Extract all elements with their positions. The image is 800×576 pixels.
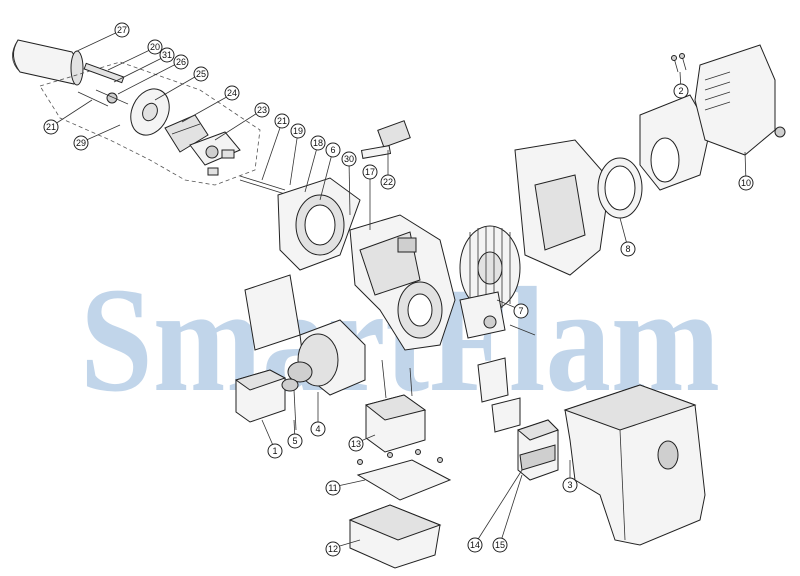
callout-13: 13 [348,436,364,452]
svg-text:1: 1 [272,446,277,456]
callout-23: 22 [380,174,396,190]
part-relay-bracket [477,357,521,433]
part-motor [287,319,366,396]
svg-text:19: 19 [293,126,303,136]
part-gasket-ring [597,157,643,219]
callout-6: 6 [325,142,341,158]
callout-26: 25 [193,66,209,82]
callout-1: 1 [267,443,283,459]
part-rod [239,175,286,191]
svg-text:26: 26 [176,57,186,67]
svg-text:21: 21 [46,122,56,132]
svg-text:7: 7 [518,306,523,316]
svg-text:31: 31 [162,50,172,60]
callout-2: 2 [673,83,689,99]
svg-text:2: 2 [678,86,683,96]
callout-3: 3 [562,477,578,493]
svg-text:21: 21 [277,116,287,126]
svg-text:5: 5 [292,436,297,446]
callout-7: 7 [513,303,529,319]
callout-21: 21 [43,119,59,135]
callout-4: 4 [310,421,326,437]
part-mounting-plate [459,291,536,339]
part-air-inlet-cover [694,44,786,156]
part-blast-tube [12,39,84,86]
callout-17: 17 [362,164,378,180]
callout-5: 5 [287,433,303,449]
callout-25: 24 [224,85,240,101]
svg-text:22: 22 [383,177,393,187]
part-mounting-flange [277,177,361,271]
svg-text:15: 15 [495,540,505,550]
part-screws [671,53,687,73]
svg-text:29: 29 [76,138,86,148]
part-damper-fitting [360,120,411,159]
callout-22: 21 [274,113,290,129]
part-silencer [639,94,711,191]
part-burner-housing [349,214,456,351]
part-capacitor-box [234,369,287,423]
callout-8: 8 [620,241,636,257]
part-base-plate [356,449,452,501]
callout-30: 30 [341,151,357,167]
part-nozzle-holder [189,131,241,176]
svg-text:27: 27 [117,25,127,35]
callout-20: 20 [147,39,163,55]
part-control-box [348,504,442,569]
part-ignition-transformer [364,359,427,453]
callout-18: 18 [310,135,326,151]
part-cover [563,384,706,546]
part-diffuser-disc [130,88,170,136]
svg-text:14: 14 [470,540,480,550]
svg-text:6: 6 [330,145,335,155]
svg-text:10: 10 [741,178,751,188]
callout-27: 26 [173,54,189,70]
part-fan-housing [514,139,611,276]
callout-31: 31 [159,47,175,63]
svg-text:20: 20 [150,42,160,52]
callout-14: 14 [467,537,483,553]
callout-11: 11 [325,480,341,496]
part-coupling [281,378,299,431]
svg-text:25: 25 [196,69,206,79]
svg-text:24: 24 [227,88,237,98]
part-fan-wheel [459,225,521,311]
part-electrode-set [77,62,129,107]
svg-text:13: 13 [351,439,361,449]
svg-text:30: 30 [344,154,354,164]
svg-text:8: 8 [625,244,630,254]
callout-24: 23 [254,102,270,118]
svg-text:23: 23 [257,105,267,115]
svg-text:17: 17 [365,167,375,177]
callout-29: 29 [73,135,89,151]
svg-text:12: 12 [328,544,338,554]
callout-19: 19 [290,123,306,139]
assembly-outline [39,61,261,186]
part-control-relay [516,419,559,481]
part-combustion-head [164,114,209,153]
svg-text:3: 3 [567,480,572,490]
callout-28: 27 [114,22,130,38]
callout-15: 15 [492,537,508,553]
svg-text:18: 18 [313,138,323,148]
svg-text:11: 11 [328,483,337,493]
svg-text:4: 4 [315,424,320,434]
callout-10: 10 [738,175,754,191]
callout-12: 12 [325,541,341,557]
